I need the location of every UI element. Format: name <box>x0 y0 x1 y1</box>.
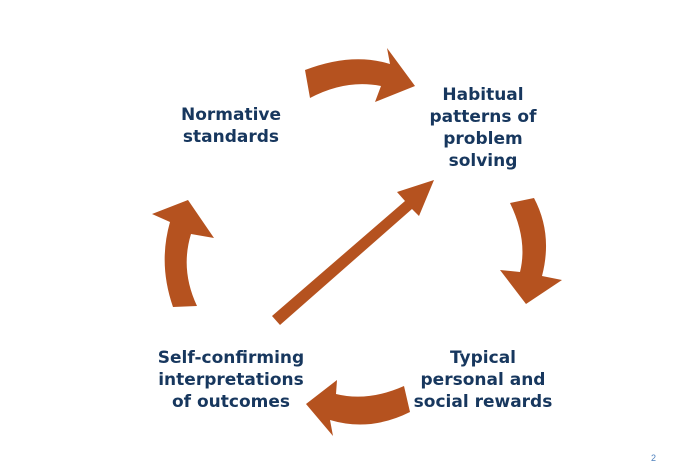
node-self-line-1: Self-confirming <box>157 348 305 368</box>
node-typical-rewards: Typical personal and social rewards <box>398 347 568 413</box>
slide-page-number: 2 <box>651 453 657 463</box>
arrow-habitual-to-typical <box>500 198 562 304</box>
node-habitual-patterns: Habitual patterns of problem solving <box>398 84 568 172</box>
arrow-typical-to-self <box>306 380 410 436</box>
node-normative-line-2: standards <box>182 127 280 147</box>
node-typical-line-2: personal and <box>420 370 546 390</box>
node-self-confirming: Self-confirming interpretations of outco… <box>146 347 316 413</box>
arrow-normative-to-habitual <box>305 48 415 102</box>
node-normative-line-1: Normative <box>180 105 282 125</box>
node-self-line-2: interpretations <box>158 370 304 390</box>
arrow-self-to-habitual <box>272 180 434 325</box>
node-typical-line-3: social rewards <box>413 392 553 412</box>
node-habitual-line-2: patterns of <box>429 107 537 127</box>
arrow-self-to-normative <box>152 200 214 307</box>
node-habitual-line-4: solving <box>448 151 518 171</box>
node-self-line-3: of outcomes <box>171 392 291 412</box>
node-habitual-line-1: Habitual <box>442 85 524 105</box>
node-normative-standards: Normative standards <box>146 104 316 148</box>
node-typical-line-1: Typical <box>449 348 517 368</box>
node-habitual-line-3: problem <box>443 129 523 149</box>
